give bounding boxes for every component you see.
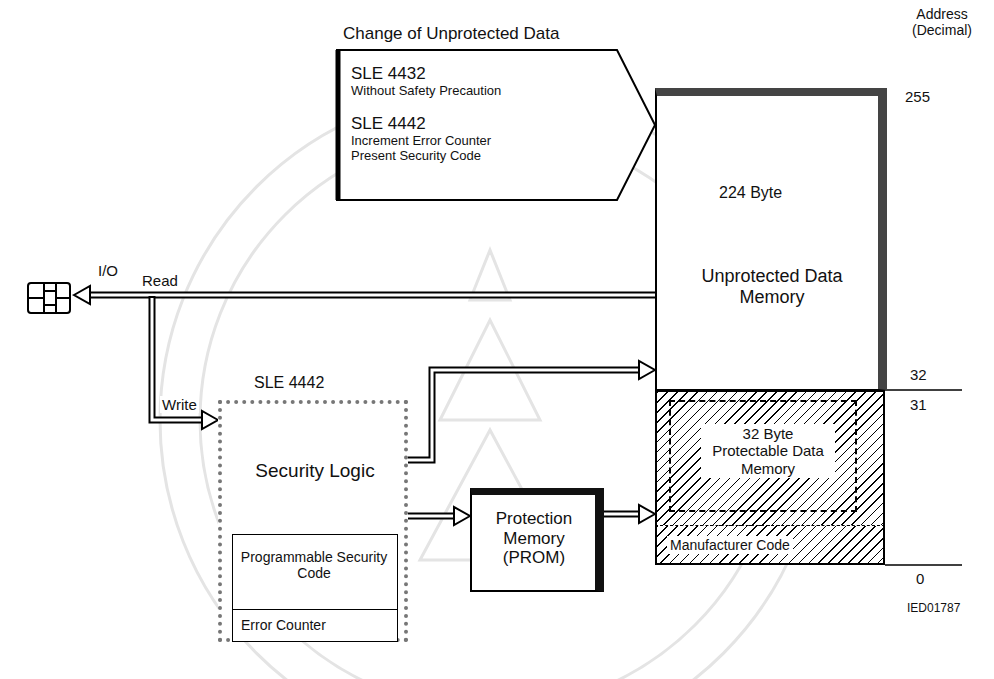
- label-text: I/O: [96, 262, 120, 279]
- node-text: SLE 4432: [351, 64, 426, 84]
- node-text: Unprotected Data Memory: [697, 266, 847, 307]
- node-text: Change of Unprotected Data: [343, 24, 559, 44]
- io-contact-symbol: [28, 283, 70, 313]
- label-text: 31: [908, 396, 929, 413]
- security-code-box: Programmable Security Code: [232, 534, 398, 610]
- label-text: 255: [903, 88, 932, 105]
- protectable-memory: 32 Byte Protectable Data Memory: [655, 390, 885, 525]
- security-logic-box: Security LogicProgrammable Security Code…: [218, 370, 408, 642]
- dashed-frame: 32 Byte Protectable Data Memory: [669, 400, 857, 512]
- write-line: [152, 296, 218, 429]
- node-text: Error Counter: [241, 617, 326, 633]
- label-text: 0: [914, 570, 926, 587]
- logic-frame: Security LogicProgrammable Security Code…: [218, 400, 408, 642]
- node-text: Security Logic: [222, 460, 408, 482]
- data-flow-arrow: [408, 507, 470, 525]
- label-text: Read: [140, 272, 180, 289]
- node-text: Without Safety Precaution: [351, 84, 501, 99]
- data-flow-arrow: [604, 505, 655, 523]
- callout-pentagon: Change of Unprotected DataSLE 4432Withou…: [335, 20, 657, 203]
- memory-region: 224 ByteUnprotected Data Memory: [655, 88, 887, 390]
- prom-box: Protection Memory (PROM): [470, 488, 604, 592]
- manufacturer-code: Manufacturer Code: [655, 525, 885, 565]
- node-text: 32 Byte Protectable Data Memory: [701, 424, 835, 478]
- node-text: Manufacturer Code: [667, 536, 793, 554]
- label-text: 32: [908, 366, 929, 383]
- node-text: SLE 4442: [351, 114, 426, 134]
- label-text: Address (Decimal): [900, 6, 984, 38]
- address-ticks: [885, 390, 962, 565]
- node-text: Protection Memory (PROM): [478, 509, 590, 568]
- label-text: IED01787: [905, 602, 962, 616]
- node-text: 224 Byte: [719, 184, 782, 202]
- node-text: Increment Error Counter Present Security…: [351, 134, 526, 164]
- pentagon-outline: [335, 20, 657, 203]
- node-text: Programmable Security Code: [239, 549, 389, 581]
- node-text: SLE 4442: [254, 374, 324, 392]
- error-counter-box: Error Counter: [232, 610, 398, 642]
- label-text: Write: [160, 396, 199, 413]
- data-flow-arrow: [408, 361, 655, 460]
